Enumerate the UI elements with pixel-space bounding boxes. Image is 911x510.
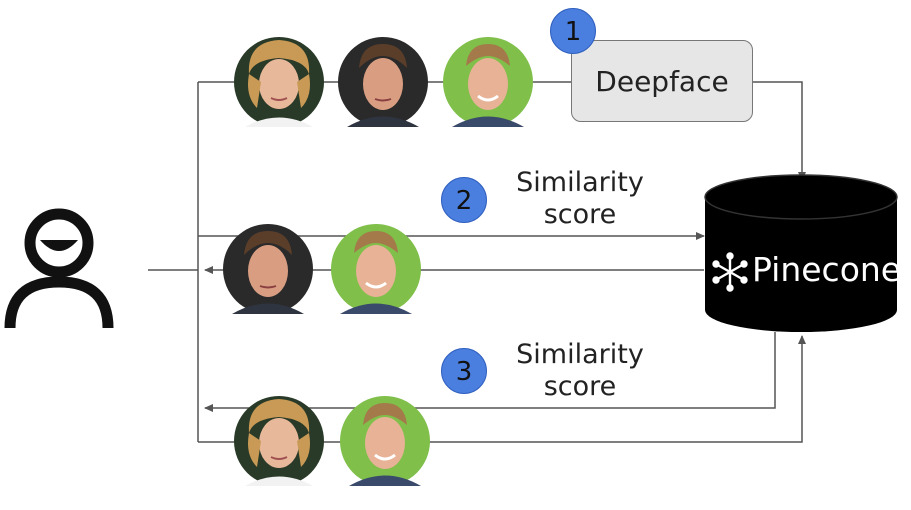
face-charles [223, 224, 313, 314]
step-2-label: Similarity score [495, 167, 665, 231]
pinecone-logo-icon [712, 252, 748, 292]
deepface-to-pinecone-arrow [753, 81, 806, 181]
step-2-label-line2: score [543, 199, 617, 230]
row3-return-arrow [204, 332, 776, 412]
step-3-label: Similarity score [495, 339, 665, 403]
step-1-badge: 1 [550, 8, 596, 54]
deepface-box: Deepface [571, 40, 753, 122]
face-charles [338, 37, 428, 127]
pinecone-database [704, 174, 898, 332]
step-2-number: 2 [455, 186, 473, 216]
pinecone-label: Pinecone [752, 250, 902, 289]
step-3-label-line2: score [543, 371, 617, 402]
user-icon [4, 208, 114, 329]
face-william [443, 37, 533, 127]
step-3-number: 3 [455, 357, 473, 387]
step-3-badge: 3 [441, 348, 487, 394]
step-2-label-line1: Similarity [516, 167, 644, 198]
step-3-label-line1: Similarity [516, 339, 644, 370]
step-2-badge: 2 [441, 177, 487, 223]
face-william [340, 396, 430, 486]
deepface-label: Deepface [595, 64, 729, 98]
face-diana [234, 37, 324, 127]
face-diana [234, 396, 324, 486]
face-william [331, 224, 421, 314]
step-1-number: 1 [564, 17, 582, 47]
